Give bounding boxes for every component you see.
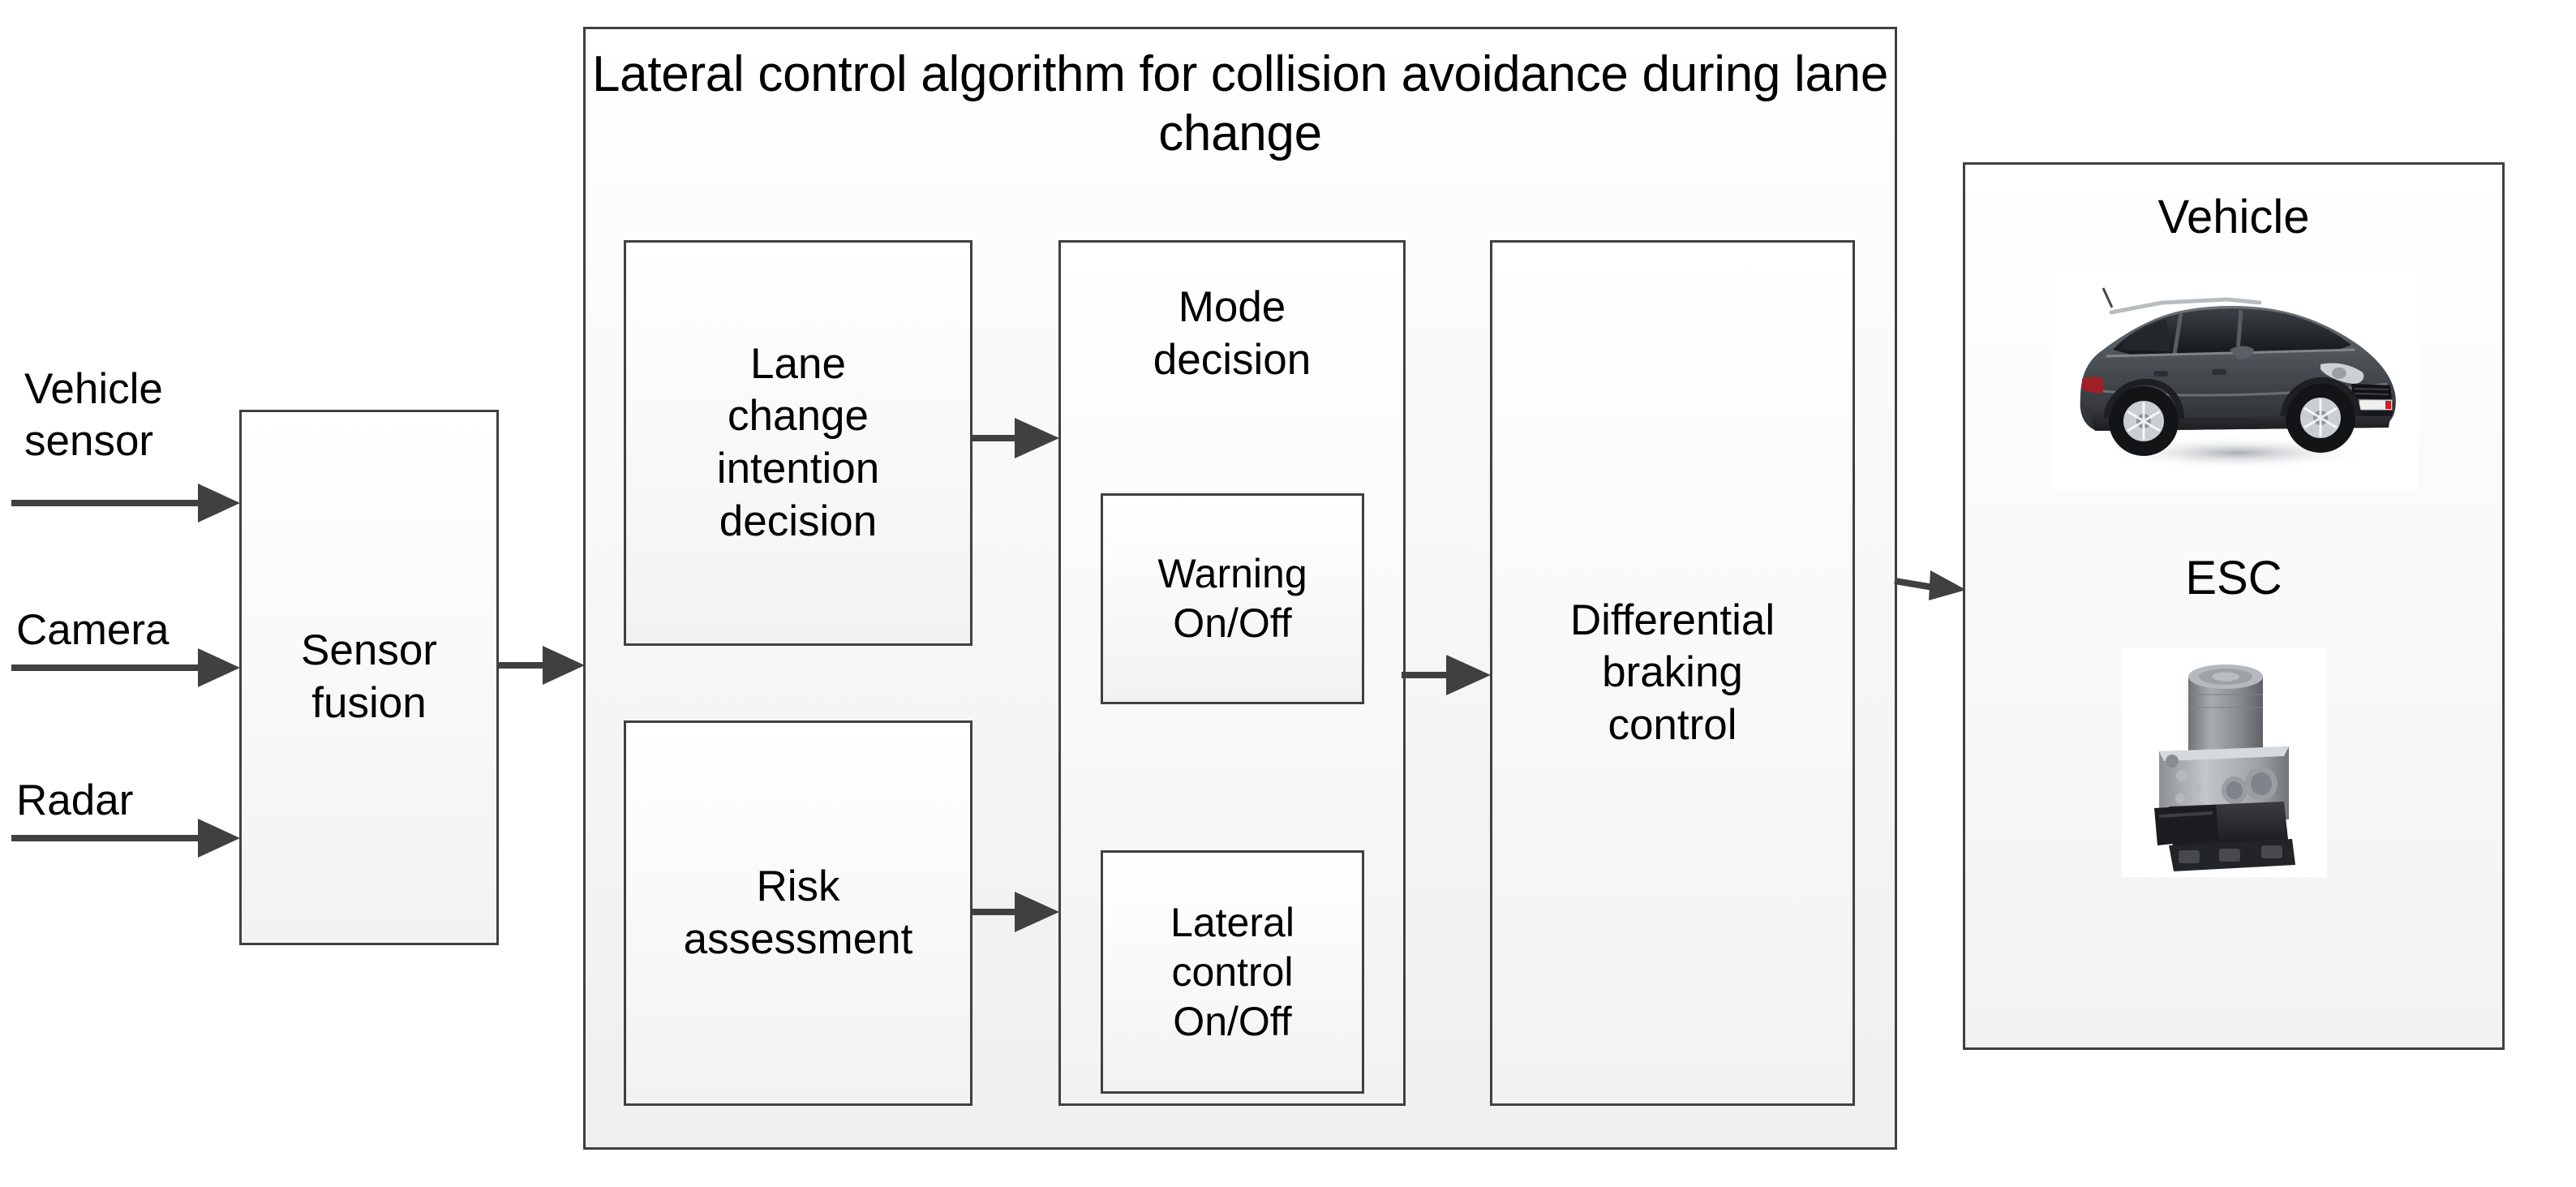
block-lateral-control-on-off[interactable]: Lateral control On/Off xyxy=(1101,850,1364,1094)
arrow-mode-decision-to-differential-braking xyxy=(1402,652,1495,698)
vehicle-photo xyxy=(2053,270,2418,489)
block-risk-assessment-label: Risk assessment xyxy=(683,862,913,963)
arrow-vehicle-sensor-to-fusion xyxy=(11,480,247,526)
arrow-radar-to-fusion xyxy=(11,815,247,861)
block-differential-braking-control[interactable]: Differential braking control xyxy=(1490,240,1855,1106)
block-lane-change-label: Lane change intention decision xyxy=(716,339,880,545)
arrow-fusion-to-algorithm xyxy=(499,643,590,688)
block-risk-assessment[interactable]: Risk assessment xyxy=(624,720,972,1106)
block-lane-change-intention-decision[interactable]: Lane change intention decision xyxy=(624,240,972,646)
input-label-camera: Camera xyxy=(16,606,170,654)
block-mode-decision-label: Mode decision xyxy=(1153,283,1312,384)
block-lateral-control-on-off-label: Lateral control On/Off xyxy=(1170,899,1294,1044)
plant-vehicle-label: Vehicle xyxy=(2157,191,2310,243)
algorithm-panel-title: Lateral control algorithm for collision … xyxy=(591,46,1889,162)
arrow-lane-change-to-mode-decision xyxy=(970,415,1063,461)
block-warning-on-off-label: Warning On/Off xyxy=(1157,551,1307,646)
arrow-risk-assessment-to-lateral-control xyxy=(970,889,1063,935)
plant-esc-label: ESC xyxy=(2185,552,2282,604)
block-differential-braking-label: Differential braking control xyxy=(1569,596,1775,749)
esc-photo xyxy=(2122,647,2327,877)
input-label-vehicle-sensor: Vehicle sensor xyxy=(24,365,163,465)
plant-panel: Vehicle xyxy=(1963,162,2505,1050)
block-warning-on-off[interactable]: Warning On/Off xyxy=(1101,493,1364,704)
input-label-radar: Radar xyxy=(16,776,134,824)
block-sensor-fusion-label: Sensor fusion xyxy=(301,626,437,727)
arrow-camera-to-fusion xyxy=(11,645,247,690)
arrow-algorithm-to-vehicle xyxy=(1894,566,1969,612)
block-sensor-fusion[interactable]: Sensor fusion xyxy=(239,410,499,945)
